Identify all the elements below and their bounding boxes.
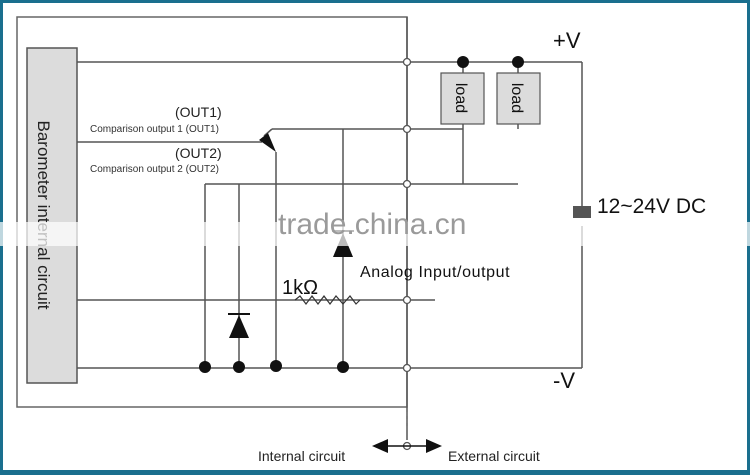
barometer-label: Barometer internal circuit [34,121,53,310]
supply-label: 12~24V DC [597,195,707,218]
resistor-icon [294,295,361,305]
load-1-label: load [452,83,469,113]
watermark-text: trade.china.cn [278,208,467,241]
load-2-label: load [508,83,525,113]
transistor-arrow [259,133,276,152]
watermark-band [0,222,750,246]
junction-nodes [199,56,524,373]
out2-short: (OUT2) [175,145,222,161]
out1-long: Comparison output 1 (OUT1) [90,124,219,135]
resistor-label: 1kΩ [282,277,318,299]
arrow-right-icon [426,439,442,453]
plus-v-label: +V [553,28,581,53]
analog-label: Analog Input/output [360,264,510,281]
load-1 [440,72,485,125]
external-circuit-label: External circuit [448,448,540,464]
barometer-block [26,47,78,384]
terminals [402,57,412,451]
diode-icon [229,315,249,338]
minus-v-label: -V [553,368,575,393]
internal-circuit-label: Internal circuit [258,448,345,464]
load-2 [496,72,541,125]
out2-long: Comparison output 2 (OUT2) [90,164,219,175]
battery-icon [573,206,591,218]
circuit-diagram: Barometer internal circuit 1kΩ load load [16,16,591,464]
arrow-left-icon [372,439,388,453]
out1-short: (OUT1) [175,104,222,120]
